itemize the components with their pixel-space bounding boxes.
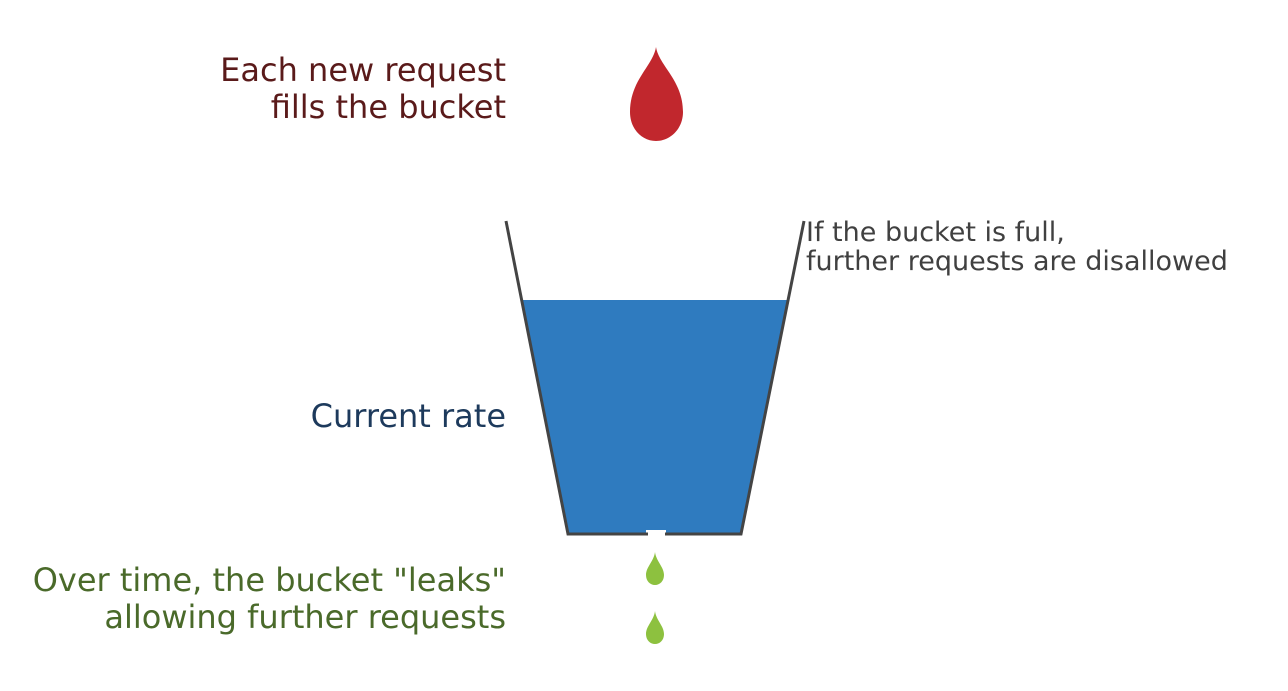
current-rate-label: Current rate [311,398,506,435]
leak-hole [646,530,666,538]
bucket-full-label: If the bucket is full, further requests … [806,218,1228,276]
green-drop-icon [646,552,664,585]
full-label-line-2: further requests are disallowed [806,246,1228,277]
fill-label-line-2: fills the bucket [270,88,506,126]
fill-label-line-1: Each new request [220,51,506,89]
green-drop-icon [646,611,664,644]
bucket-leak-label: Over time, the bucket "leaks" allowing f… [33,562,506,636]
leak-label-line-1: Over time, the bucket "leaks" [32,561,506,599]
rate-label-line-1: Current rate [310,397,506,435]
bucket-right-side [665,220,806,536]
bucket-icon [504,220,806,536]
leak-label-line-2: allowing further requests [104,598,506,636]
bucket-left-side [504,220,648,536]
red-drop-icon [630,47,683,141]
full-label-line-1: If the bucket is full, [806,217,1065,248]
bucket-water [521,300,788,534]
fill-bucket-label: Each new request fills the bucket [220,52,506,126]
